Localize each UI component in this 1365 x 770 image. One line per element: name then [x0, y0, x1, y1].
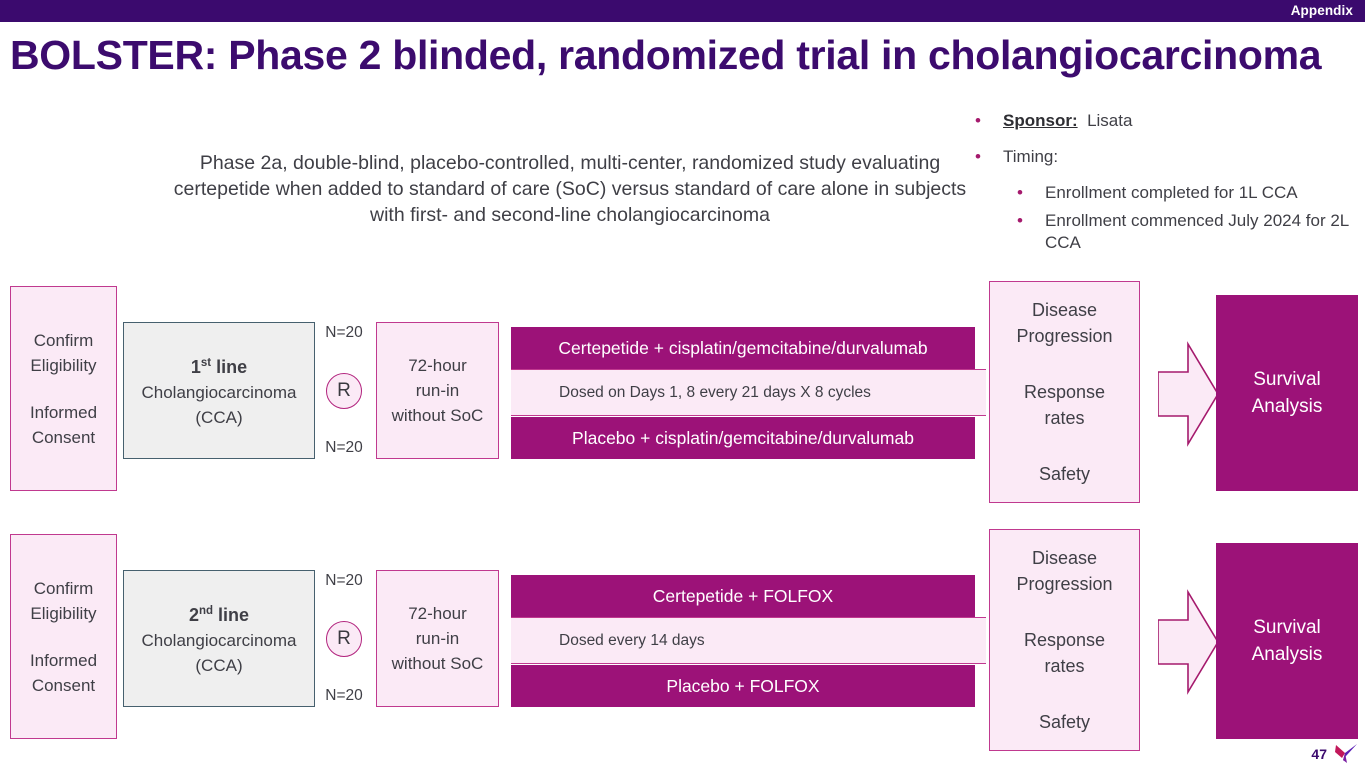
study-facts-list: • Sponsor: Lisata • Timing: • Enrollment…: [975, 110, 1365, 260]
outcome-box: Survival Analysis: [1216, 543, 1358, 739]
fact-timing: • Timing:: [975, 146, 1365, 168]
population-box: 1st line Cholangiocarcinoma (CCA): [123, 322, 315, 459]
flow-arrow-icon: [1158, 341, 1220, 447]
randomization-n-bottom: N=20: [325, 687, 363, 704]
endpoint-line-2: Progression: [1016, 326, 1113, 346]
page-number: 47: [1311, 746, 1327, 762]
population-indication: Cholangiocarcinoma: [141, 631, 297, 650]
treatment-arm-control: Placebo + cisplatin/gemcitabine/durvalum…: [511, 417, 975, 459]
bullet-icon: •: [1017, 211, 1023, 230]
endpoints-box: Disease Progression Response rates Safet…: [989, 281, 1140, 503]
bullet-icon: •: [1017, 183, 1023, 202]
runin-box: 72-hour run-in without SoC: [376, 570, 499, 707]
bullet-icon: •: [975, 111, 981, 130]
consent-line-2: Eligibility: [30, 355, 97, 375]
page-title: BOLSTER: Phase 2 blinded, randomized tri…: [10, 32, 1322, 78]
outcome-line-1: Survival: [1253, 617, 1321, 638]
fact-timing-item-0: • Enrollment completed for 1L CCA: [975, 182, 1365, 204]
lisata-bird-logo-icon: [1333, 741, 1359, 765]
timing-item-text: Enrollment completed for 1L CCA: [1045, 183, 1298, 202]
appendix-header-bar: [0, 0, 1365, 22]
timing-label: Timing:: [1003, 147, 1059, 166]
population-line-label: 2nd line: [188, 605, 250, 625]
randomization-icon: R: [326, 372, 362, 409]
consent-line-1: Confirm: [33, 578, 94, 598]
consent-line-3: Informed: [29, 650, 98, 670]
outcome-line-1: Survival: [1253, 369, 1321, 390]
endpoint-line-5: Safety: [1038, 712, 1091, 732]
dosing-text: Dosed on Days 1, 8 every 21 days X 8 cyc…: [559, 383, 871, 401]
sponsor-label: Sponsor:: [1003, 111, 1078, 130]
randomization-n-top: N=20: [325, 572, 363, 589]
trial-schema-row-1l: Confirm Eligibility Informed Consent 1st…: [0, 281, 1365, 503]
trial-schema-row-2l: Confirm Eligibility Informed Consent 2nd…: [0, 529, 1365, 751]
randomization-n-bottom: N=20: [325, 439, 363, 456]
consent-line-3: Informed: [29, 402, 98, 422]
study-description: Phase 2a, double-blind, placebo-controll…: [173, 152, 967, 226]
treatment-arm-control: Placebo + FOLFOX: [511, 665, 975, 707]
randomization-group: N=20 R N=20: [318, 570, 370, 707]
endpoint-line-5: Safety: [1038, 464, 1091, 484]
endpoint-line-4: rates: [1044, 408, 1085, 428]
consent-line-2: Eligibility: [30, 603, 97, 623]
endpoint-line-3: Response: [1023, 630, 1106, 650]
appendix-label: Appendix: [1290, 3, 1353, 18]
randomization-n-top: N=20: [325, 324, 363, 341]
flow-arrow-icon: [1158, 589, 1220, 695]
outcome-box: Survival Analysis: [1216, 295, 1358, 491]
population-line-label: 1st line: [190, 357, 248, 377]
runin-line-3: without SoC: [391, 406, 484, 425]
runin-line-3: without SoC: [391, 654, 484, 673]
dosing-band: Dosed every 14 days: [511, 617, 986, 664]
sponsor-value: Lisata: [1087, 111, 1133, 130]
population-indication: Cholangiocarcinoma: [141, 383, 297, 402]
runin-line-1: 72-hour: [408, 356, 467, 375]
endpoint-line-1: Disease: [1031, 548, 1097, 568]
population-abbrev: (CCA): [195, 408, 243, 427]
consent-box: Confirm Eligibility Informed Consent: [10, 534, 117, 739]
runin-line-1: 72-hour: [408, 604, 467, 623]
endpoints-box: Disease Progression Response rates Safet…: [989, 529, 1140, 751]
fact-sponsor: • Sponsor: Lisata: [975, 110, 1365, 132]
endpoint-line-4: rates: [1044, 656, 1085, 676]
runin-box: 72-hour run-in without SoC: [376, 322, 499, 459]
runin-line-2: run-in: [415, 629, 460, 648]
dosing-text: Dosed every 14 days: [559, 631, 705, 649]
outcome-line-2: Analysis: [1251, 644, 1323, 665]
endpoint-line-1: Disease: [1031, 300, 1097, 320]
dosing-band: Dosed on Days 1, 8 every 21 days X 8 cyc…: [511, 369, 986, 416]
randomization-icon: R: [326, 620, 362, 657]
consent-line-4: Consent: [31, 427, 96, 447]
outcome-line-2: Analysis: [1251, 396, 1323, 417]
consent-line-4: Consent: [31, 675, 96, 695]
consent-line-1: Confirm: [33, 330, 94, 350]
bullet-icon: •: [975, 147, 981, 166]
consent-box: Confirm Eligibility Informed Consent: [10, 286, 117, 491]
fact-timing-item-1: • Enrollment commenced July 2024 for 2L …: [975, 210, 1365, 254]
treatment-arm-active: Certepetide + FOLFOX: [511, 575, 975, 617]
randomization-group: N=20 R N=20: [318, 322, 370, 459]
endpoint-line-3: Response: [1023, 382, 1106, 402]
treatment-arm-active: Certepetide + cisplatin/gemcitabine/durv…: [511, 327, 975, 369]
runin-line-2: run-in: [415, 381, 460, 400]
timing-item-text: Enrollment commenced July 2024 for 2L CC…: [1045, 211, 1349, 252]
population-box: 2nd line Cholangiocarcinoma (CCA): [123, 570, 315, 707]
endpoint-line-2: Progression: [1016, 574, 1113, 594]
population-abbrev: (CCA): [195, 656, 243, 675]
